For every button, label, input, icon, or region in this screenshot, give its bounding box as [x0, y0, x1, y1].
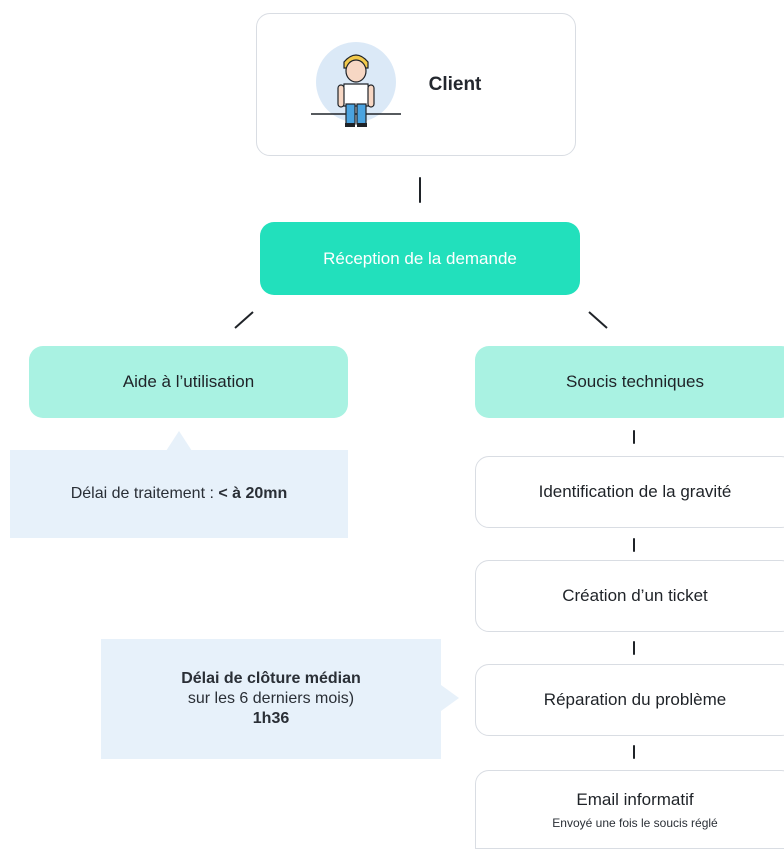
client-node: Client	[256, 13, 576, 156]
note-left-pointer	[166, 431, 192, 451]
step-email-label: Email informatif	[576, 789, 694, 809]
reception-node: Réception de la demande	[260, 222, 580, 295]
step-reparation: Réparation du problème	[475, 664, 784, 736]
branch-left-node: Aide à l’utilisation	[29, 346, 348, 418]
connector-left	[234, 311, 254, 329]
step-email-sublabel: Envoyé une fois le soucis réglé	[552, 815, 718, 830]
step-label: Création d’un ticket	[562, 586, 708, 605]
note-right-pointer	[441, 685, 459, 711]
note-right-value: 1h36	[252, 710, 290, 727]
reception-label: Réception de la demande	[323, 248, 517, 268]
connector-right	[588, 311, 608, 329]
note-left-text: Délai de traitement :	[70, 485, 219, 502]
branch-left-label: Aide à l’utilisation	[122, 372, 255, 391]
note-left-value: < à 20mn	[218, 485, 288, 502]
step-ticket: Création d’un ticket	[475, 560, 784, 632]
client-label: Client	[428, 73, 482, 95]
connector	[633, 641, 635, 655]
step-label: Identification de la gravité	[538, 482, 732, 501]
note-right-title: Délai de clôture médian	[181, 670, 361, 687]
step-label: Réparation du problème	[543, 690, 727, 709]
note-right-subtitle: sur les 6 derniers mois)	[187, 690, 355, 707]
step-identification: Identification de la gravité	[475, 456, 784, 528]
connector	[633, 745, 635, 759]
branch-right-label: Soucis techniques	[566, 372, 704, 391]
step-email: Email informatif Envoyé une fois le souc…	[475, 770, 784, 849]
branch-right-node: Soucis techniques	[475, 346, 784, 418]
note-left: Délai de traitement : < à 20mn	[10, 450, 348, 538]
note-right: Délai de clôture médian sur les 6 dernie…	[101, 639, 441, 759]
connector	[633, 538, 635, 552]
connector	[633, 430, 635, 444]
connector	[419, 177, 421, 203]
person-icon	[310, 41, 401, 127]
